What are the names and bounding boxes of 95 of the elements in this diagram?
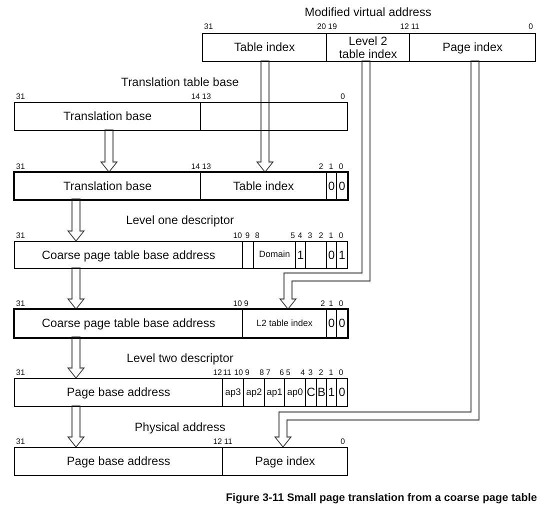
bit-field: Page base address: [14, 378, 223, 407]
bit-number: 3: [308, 231, 312, 240]
bit-number: 8: [255, 231, 260, 240]
bit-number: 11: [411, 22, 420, 31]
bit-number: 0: [338, 162, 344, 171]
register-heading: Translation table base: [121, 75, 239, 89]
bit-number: 6: [280, 368, 284, 377]
hollow-arrow: [256, 60, 274, 173]
hollow-arrow: [67, 336, 85, 379]
bit-number: 0: [340, 92, 345, 101]
bit-field: Coarse page table base address: [14, 309, 243, 338]
hollow-arrow: [279, 60, 370, 310]
bit-number: 14: [191, 92, 200, 101]
bit-number: 2: [318, 231, 324, 240]
bit-field: Level 2 table index: [326, 33, 410, 62]
bit-number: 1: [328, 231, 334, 240]
empty-bit-field: [305, 241, 327, 269]
bit-field: B: [316, 378, 327, 407]
bit-field: Page index: [409, 33, 536, 62]
hollow-arrow: [67, 268, 85, 310]
bit-number: 31: [16, 231, 25, 240]
bit-number: 12: [400, 22, 409, 31]
bit-field: Page base address: [14, 447, 223, 476]
register-heading: Level one descriptor: [126, 213, 234, 227]
bit-number: 0: [338, 299, 344, 308]
bit-field: Coarse page table base address: [14, 241, 243, 269]
bit-field: 0: [336, 172, 348, 200]
bit-field: 0: [326, 309, 337, 338]
bit-number: 31: [16, 437, 25, 446]
bit-number: 14: [191, 162, 200, 171]
hollow-arrow: [67, 198, 85, 242]
register-heading: Modified virtual address: [304, 5, 432, 19]
bit-number: 0: [338, 368, 344, 377]
bit-field: Translation base: [14, 172, 201, 200]
bit-number: 0: [340, 437, 345, 446]
bit-number: 13: [202, 162, 211, 171]
hollow-arrow: [274, 60, 480, 448]
bit-number: 4: [300, 368, 305, 377]
bit-number: 11: [223, 368, 232, 377]
bit-number: 31: [16, 162, 25, 171]
bit-number: 5: [286, 368, 290, 377]
bit-field: Domain: [253, 241, 296, 269]
bit-number: 0: [338, 231, 344, 240]
empty-bit-field: [200, 102, 348, 131]
bit-field: Page index: [222, 447, 348, 476]
bit-number: 31: [16, 368, 25, 377]
bit-field: ap1: [264, 378, 285, 407]
bit-field: ap3: [222, 378, 244, 407]
figure-caption: Figure 3-11 Small page translation from a coarse page table: [226, 492, 537, 504]
bit-field: ap0: [284, 378, 306, 407]
bit-field: 0: [336, 378, 348, 407]
bit-number: 11: [224, 437, 232, 446]
bit-field: C: [305, 378, 317, 407]
register-heading: Level two descriptor: [126, 351, 234, 365]
bit-number: 1: [328, 299, 334, 308]
bit-number: 7: [266, 368, 270, 377]
bit-number: 19: [328, 22, 337, 31]
hollow-arrow: [67, 406, 85, 448]
bit-field: Table index: [202, 33, 327, 62]
bit-field: 0: [336, 309, 348, 338]
bit-number: 0: [528, 22, 533, 31]
bit-number: 31: [204, 22, 213, 31]
bit-number: 1: [328, 368, 334, 377]
bit-field: 1: [336, 241, 348, 269]
bit-number: 13: [202, 92, 211, 101]
bit-number: 10: [233, 231, 242, 240]
bit-number: 4: [298, 231, 302, 240]
bit-number: 12: [213, 368, 222, 377]
bit-field: 1: [326, 378, 337, 407]
empty-bit-field: [242, 241, 254, 269]
bit-number: 8: [260, 368, 264, 377]
bit-field: Table index: [200, 172, 327, 200]
bit-number: 2: [318, 162, 324, 171]
bit-number: 9: [245, 368, 250, 377]
register-heading: Physical address: [134, 420, 226, 434]
bit-number: 10: [233, 299, 242, 308]
bit-number: 31: [16, 92, 25, 101]
bit-number: 3: [308, 368, 313, 377]
bit-field: ap2: [243, 378, 265, 407]
bit-field: L2 table index: [242, 309, 327, 338]
bit-field: Translation base: [14, 102, 201, 131]
bit-field: 1: [295, 241, 306, 269]
bit-number: 9: [245, 231, 250, 240]
bit-number: 20: [317, 22, 326, 31]
bit-number: 2: [320, 299, 325, 308]
bit-number: 31: [16, 299, 25, 308]
bit-number: 1: [328, 162, 334, 171]
bit-number: 9: [244, 299, 248, 308]
bit-number: 12: [213, 437, 222, 446]
bit-field: 0: [326, 172, 337, 200]
hollow-arrow: [100, 130, 118, 173]
bit-number: 5: [290, 231, 295, 240]
bit-field: 0: [326, 241, 337, 269]
bit-number: 10: [234, 368, 243, 377]
bit-number: 2: [318, 368, 324, 377]
